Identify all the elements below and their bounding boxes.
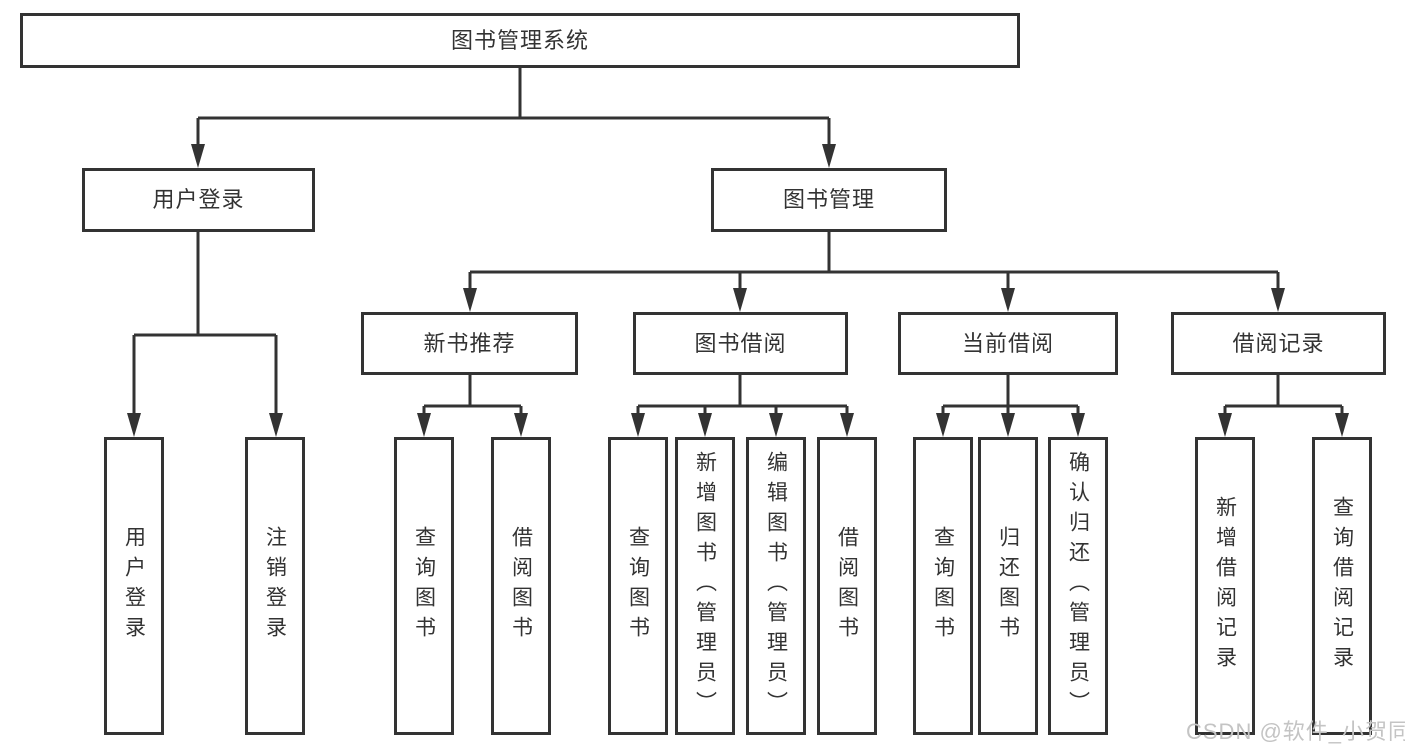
leaf-return-books: 归还图书 [978,437,1038,735]
leaf-borrow-books-borrowing: 借阅图书 [817,437,877,735]
leaf-logout: 注销登录 [245,437,305,735]
node-borrowing-records: 借阅记录 [1171,312,1386,375]
leaf-query-books-newbooks: 查询图书 [394,437,454,735]
node-book-borrowing: 图书借阅 [633,312,848,375]
leaf-user-login: 用户登录 [104,437,164,735]
node-book-management-branch: 图书管理 [711,168,947,232]
node-root-system: 图书管理系统 [20,13,1020,68]
leaf-borrow-books-newbooks: 借阅图书 [491,437,551,735]
leaf-query-books-borrowing: 查询图书 [608,437,668,735]
leaf-add-borrow-record: 新增借阅记录 [1195,437,1255,735]
csdn-watermark: CSDN @软件_小贺同学 [1186,719,1405,744]
arrowheads [127,144,1349,437]
node-user-login-branch: 用户登录 [82,168,315,232]
leaf-query-borrow-record: 查询借阅记录 [1312,437,1372,735]
node-current-borrowing: 当前借阅 [898,312,1118,375]
leaf-edit-books-admin: 编辑图书（管理员） [746,437,806,735]
node-new-book-recommendation: 新书推荐 [361,312,578,375]
leaf-query-books-current: 查询图书 [913,437,973,735]
leaf-add-books-admin: 新增图书（管理员） [675,437,735,735]
leaf-confirm-return-admin: 确认归还（管理员） [1048,437,1108,735]
